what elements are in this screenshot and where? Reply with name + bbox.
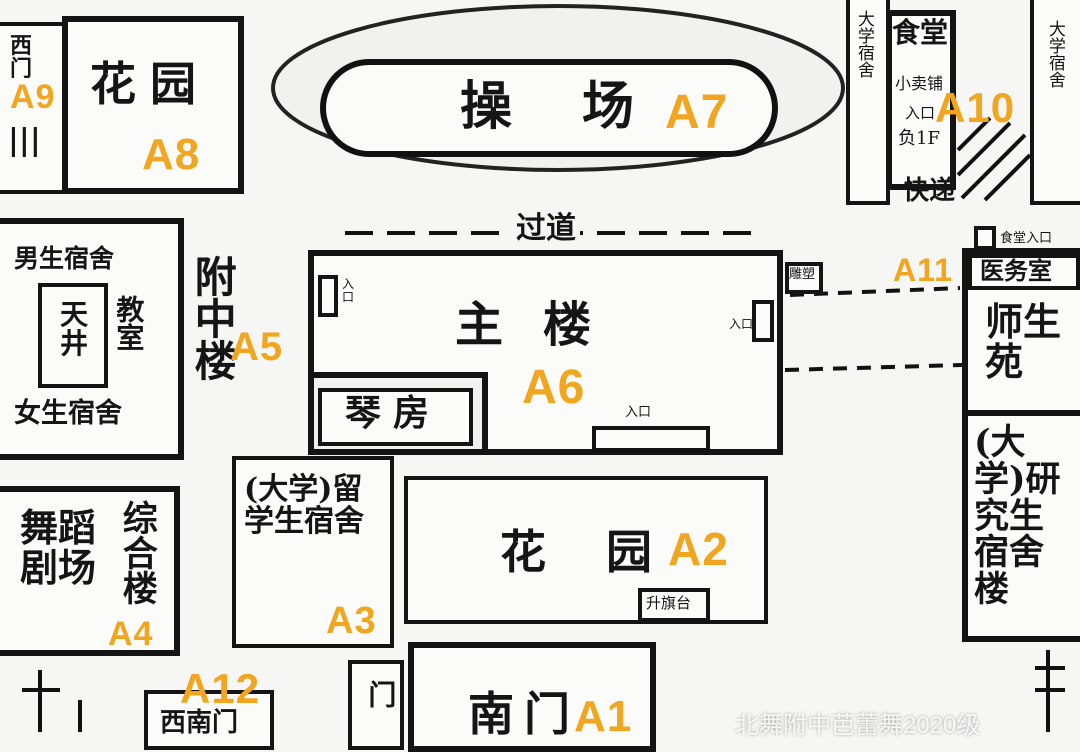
courtyard-label: 天井: [60, 298, 89, 361]
affiliated-building-label: 附中楼: [188, 255, 238, 381]
connector-bottom: [784, 363, 963, 372]
boys-dorm-label: 男生宿舍: [14, 244, 115, 273]
dance-theatre-label: 舞蹈剧场: [20, 505, 97, 590]
code-a10: A10: [935, 84, 1016, 131]
main-entrance-left-box: [318, 275, 338, 317]
main-entrance-bottom-label: 入口: [625, 405, 652, 420]
playground-label: 操场: [460, 76, 705, 137]
flag-platform-box: [638, 588, 710, 622]
clinic-label: 医务室: [980, 256, 1052, 285]
courier-label: 快递: [903, 176, 956, 206]
main-entrance-right-box: [752, 300, 774, 342]
grad-dorm-block: [962, 410, 1080, 642]
teacher-garden-label: 师生苑: [985, 299, 1062, 384]
main-building-label: 主楼: [455, 297, 632, 353]
univ-dorm-right-label: 大学宿舍: [1044, 20, 1065, 88]
classroom-label: 教室: [112, 295, 146, 351]
univ-dorm-right-block: [1030, 0, 1080, 205]
intl-dorm-block: [232, 456, 394, 648]
code-a1: A1: [574, 692, 633, 741]
sculpture-room-box: [785, 262, 823, 294]
girls-dorm-label: 女生宿舍: [14, 398, 122, 429]
track-inner: [320, 59, 778, 157]
gate-small-label: 门: [364, 680, 398, 708]
snack-shop-label: 小卖铺: [895, 74, 944, 93]
south-gate-label: 南门: [468, 687, 580, 741]
passage-label: 过道: [512, 213, 580, 245]
grad-dorm-label: (大学)研究生宿舍楼: [974, 422, 1061, 610]
code-a9: A9: [10, 78, 56, 116]
piano-room-label: 琴房: [345, 392, 442, 434]
main-entrance-right-label: 入口: [729, 317, 754, 331]
canteen-block: [886, 10, 956, 190]
garden-north-label: 花园: [90, 57, 210, 111]
canteen-entrance-label: 食堂入口: [1000, 231, 1053, 246]
hatch-lines: [956, 116, 1032, 202]
code-a2: A2: [668, 523, 729, 575]
courtyard-block: [38, 283, 108, 388]
clinic-box: [968, 254, 1080, 290]
code-a8: A8: [142, 130, 201, 179]
southwest-gate-label: 西南门: [160, 708, 239, 738]
code-a6: A6: [522, 361, 586, 414]
canteen-entrance-box: [974, 226, 996, 250]
watermark-text: 北舞附中芭蕾舞2020级: [735, 712, 981, 739]
code-a12: A12: [180, 665, 261, 712]
code-a7: A7: [665, 86, 729, 139]
sculpture-room-label: 雕塑: [789, 267, 816, 282]
garden-north-block: [62, 16, 244, 194]
intl-dorm-label: (大学)留学生宿舍: [244, 472, 364, 539]
piano-room-inner: [318, 388, 473, 446]
canteen-label: 食堂: [892, 16, 949, 49]
theatre-block: [0, 486, 180, 656]
code-a11: A11: [893, 252, 953, 288]
main-entrance-bottom-box: [592, 426, 710, 452]
railing: [1035, 650, 1065, 732]
sw-marks: [22, 670, 82, 732]
gate-mark: |||: [8, 123, 41, 158]
b1-entrance-label: 入口: [905, 104, 936, 122]
garden-south-label: 花园: [500, 525, 712, 579]
main-entrance-left-label: 入口: [342, 277, 355, 304]
univ-dorm-left-label: 大学宿舍: [853, 10, 874, 78]
code-a3: A3: [326, 600, 377, 642]
west-gate-label: 西门: [10, 33, 33, 83]
code-a5: A5: [230, 325, 284, 369]
flag-platform-label: 升旗台: [646, 594, 692, 612]
complex-building-label: 综合楼: [116, 500, 158, 605]
map-lines: [22, 4, 1065, 732]
code-a4: A4: [108, 615, 154, 653]
b1-floor-label: 负1F: [898, 128, 940, 149]
